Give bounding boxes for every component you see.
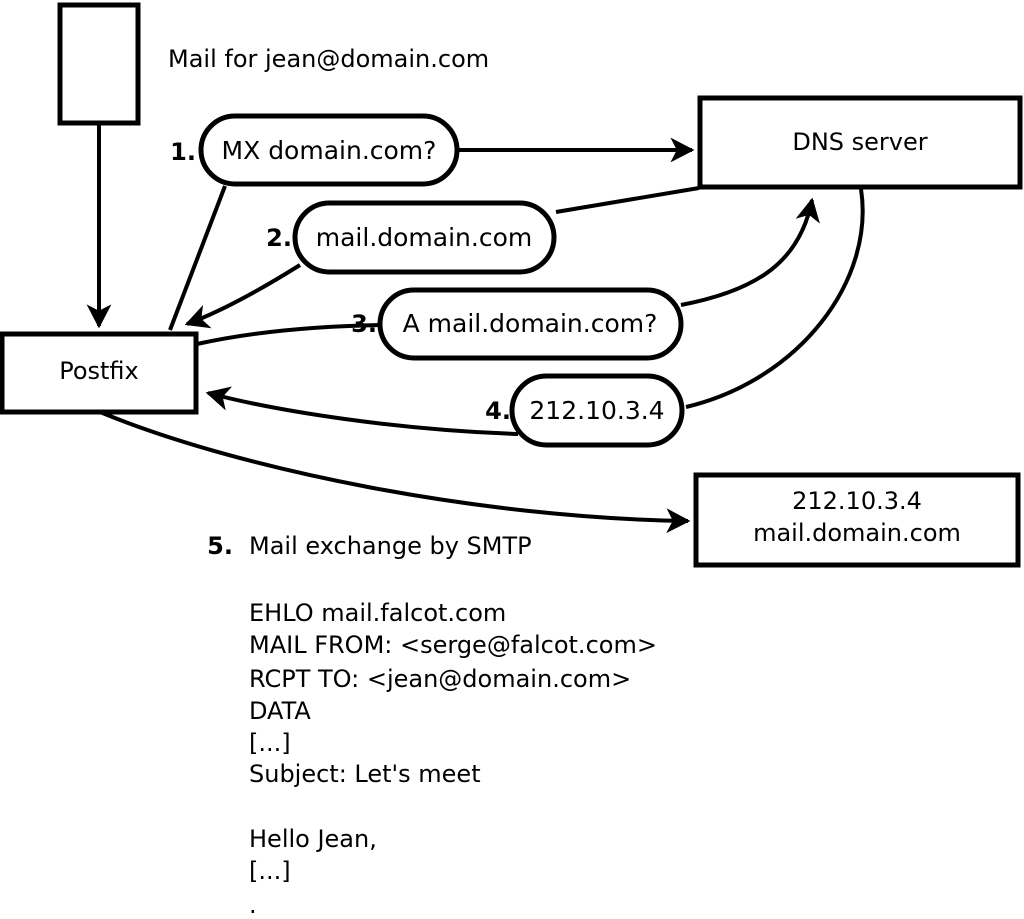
smtp-line-8: [...] [249, 857, 291, 885]
node-postfix-label: Postfix [59, 357, 139, 385]
smtp-line-7: Hello Jean, [249, 825, 377, 853]
node-mailserver-label-host: mail.domain.com [753, 519, 961, 547]
step-3-bubble [377, 287, 684, 361]
mail-for-note: Mail for jean@domain.com [168, 45, 489, 73]
connector-postfix-to-mailserver [99, 410, 691, 534]
connector-step2-to-postfix [184, 263, 302, 329]
smtp-line-2: RCPT TO: <jean@domain.com> [249, 665, 631, 693]
connector-step3-to-dns [680, 197, 820, 307]
step-2-number: 2. [266, 224, 292, 252]
step-2-bubble [292, 200, 557, 275]
step-4-bubble [509, 373, 685, 448]
connector-step4-to-postfix [205, 386, 519, 436]
node-dns-box [697, 95, 1023, 190]
smtp-line-5: Subject: Let's meet [249, 760, 481, 788]
step-5-number: 5. [207, 532, 233, 560]
step-2-label: mail.domain.com [316, 223, 532, 252]
smtp-line-4: [...] [249, 729, 291, 757]
connector-dns-to-step2 [555, 186, 700, 214]
step-1-label: MX domain.com? [222, 136, 437, 165]
node-client-box [57, 2, 141, 126]
step-1-bubble [198, 113, 460, 187]
smtp-line-3: DATA [249, 697, 311, 725]
smtp-line-9: . [249, 891, 257, 919]
node-mailserver-box [693, 472, 1021, 568]
step-3-label: A mail.domain.com? [403, 309, 658, 338]
node-dns-label: DNS server [792, 128, 927, 156]
step-4-label: 212.10.3.4 [529, 396, 664, 425]
connector-postfix-to-step3 [196, 323, 381, 346]
node-mailserver-label-ip: 212.10.3.4 [792, 487, 922, 515]
step-1-number: 1. [170, 138, 196, 166]
step-5-label: Mail exchange by SMTP [249, 532, 532, 560]
step-3-number: 3. [351, 310, 377, 338]
node-postfix-box [0, 331, 199, 415]
step-4-number: 4. [485, 397, 511, 425]
connector-dns-to-step4 [685, 188, 865, 409]
smtp-line-1: MAIL FROM: <serge@falcot.com> [249, 631, 657, 659]
connector-step1-tail [168, 185, 227, 331]
smtp-line-0: EHLO mail.falcot.com [249, 599, 506, 627]
